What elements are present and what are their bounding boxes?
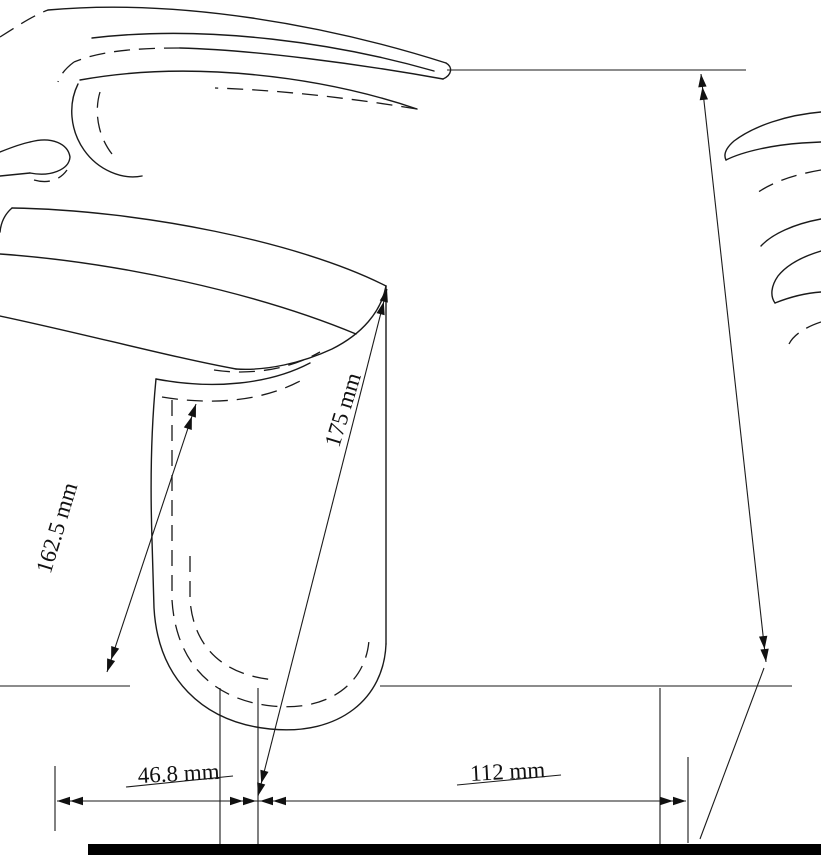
arrowhead-icon	[376, 289, 388, 316]
footer-black-bar	[88, 844, 821, 855]
arrowhead-icon	[698, 74, 709, 101]
second-faucet-partial	[724, 111, 821, 345]
arrowhead-icon	[107, 646, 120, 672]
dimension-right	[698, 73, 769, 840]
dimension-label-spout-height: 162.5 mm	[31, 479, 82, 576]
arrowhead-icon	[660, 796, 686, 806]
arrowhead-icon	[230, 796, 256, 806]
dimension-label-overall-height: 175 mm	[320, 370, 366, 450]
faucet-neck	[0, 83, 143, 183]
dimension-left: 162.5 mm	[31, 403, 197, 673]
dimension-bottom: 46.8 mm 112 mm	[54, 688, 689, 852]
arrowhead-icon	[57, 796, 83, 806]
faucet-base	[150, 285, 387, 731]
dimension-label-base-width: 46.8 mm	[137, 759, 220, 788]
dimension-label-spout-reach: 112 mm	[469, 757, 545, 786]
dimension-middle: 175 mm	[257, 288, 388, 797]
arrowhead-icon	[183, 404, 196, 430]
arrowhead-icon	[257, 769, 269, 796]
arrowhead-icon	[758, 635, 769, 662]
faucet-handle	[0, 6, 452, 110]
faucet-spout	[0, 207, 387, 402]
counter-reference-line	[0, 69, 792, 687]
arrowhead-icon	[260, 796, 286, 806]
